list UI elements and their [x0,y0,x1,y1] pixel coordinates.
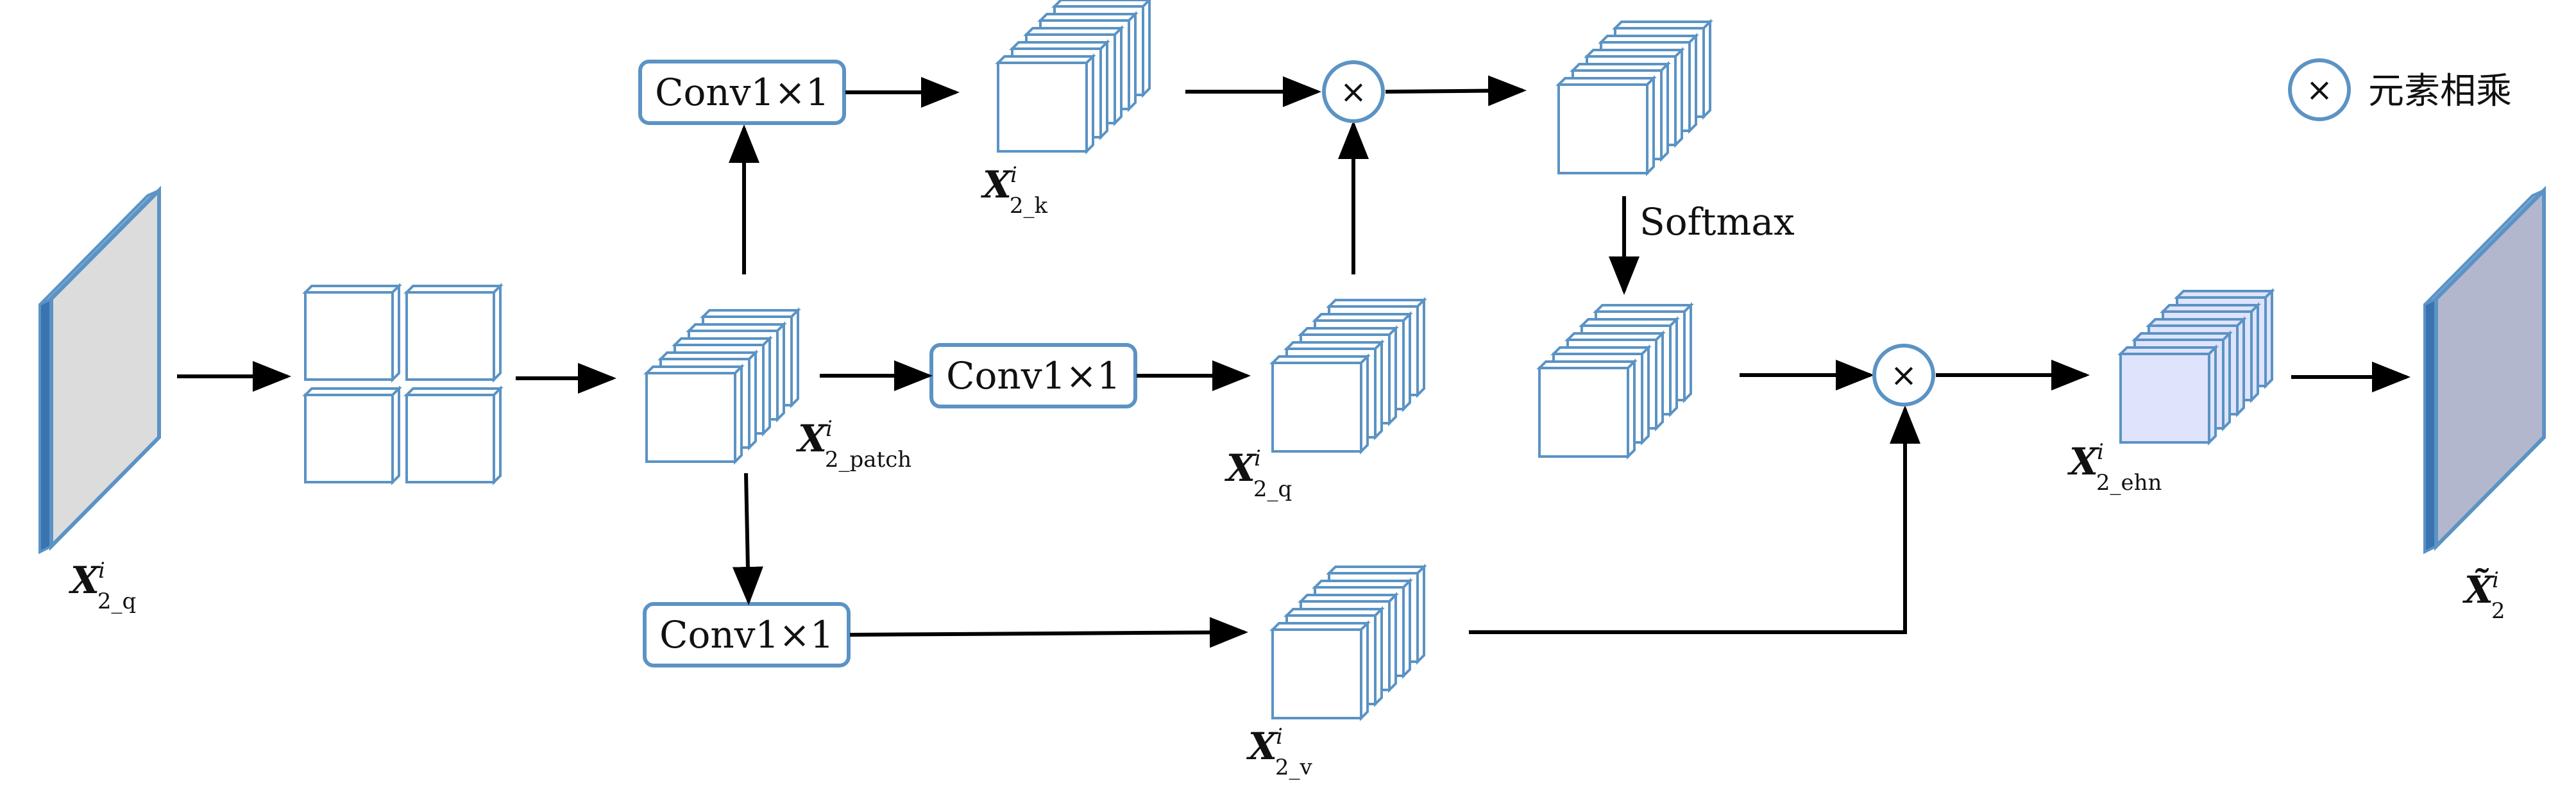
cube-face [405,394,495,483]
legend: × 元素相乘 [2288,58,2512,121]
cube-face [1557,83,1648,174]
conv-label-key: Conv1×1 [655,71,829,114]
conv-block-query: Conv1×1 [929,343,1137,408]
legend-multiply-glyph: × [2306,71,2333,108]
arrows [177,75,2411,648]
cube-face [2119,353,2210,444]
query-feature-stack [1269,297,1427,455]
attention-map-stack [1555,19,1713,176]
cube-face [1538,367,1629,458]
output-feature-map [2423,185,2546,555]
cube-face [645,372,736,463]
enhanced-feature-stack [2117,288,2275,446]
patch-feature-stack [643,307,801,465]
cube-face [405,291,495,381]
multiply-circle-icon [2288,58,2351,121]
arrow-mult1-to-attn [1385,75,1527,106]
cube-face [997,62,1088,153]
softmax-map-stack [1536,302,1694,460]
softmax-label: Softmax [1640,200,1795,244]
multiply-node-2: × [1872,344,1935,407]
input-feature-map [38,185,161,555]
arrow-stack-to-conv-value [732,473,763,605]
conv-label-value: Conv1×1 [659,613,834,657]
conv-block-value: Conv1×1 [643,602,851,667]
patch-grid [302,283,504,485]
cube-face [1271,628,1362,719]
value-feature-stack [1269,564,1427,721]
arrow-value-to-mult2 [1469,405,1920,634]
legend-label: 元素相乘 [2368,71,2512,112]
key-feature-stack [995,0,1151,155]
arrow-conv-value-to-value [849,617,1248,648]
cube-face [304,394,394,483]
multiply-node-1: × [1322,60,1385,123]
conv-label-query: Conv1×1 [946,354,1121,398]
cube-face [1271,362,1362,453]
multiply-icon: × [1340,73,1367,110]
multiply-icon: × [1890,356,1917,394]
conv-block-key: Conv1×1 [638,60,846,125]
cube-face [304,291,394,381]
